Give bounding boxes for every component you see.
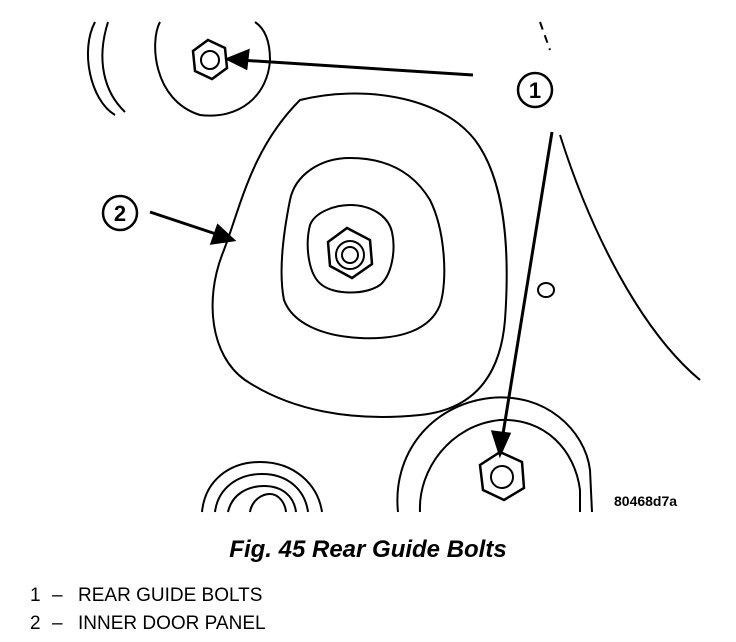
callout-2: 2 <box>101 194 139 232</box>
legend-item: 2–INNER DOOR PANEL <box>30 610 266 638</box>
bottom-left-roller <box>201 460 323 513</box>
callout-1-label: 1 <box>529 78 541 103</box>
callout-1: 1 <box>516 71 554 109</box>
inner-door-panel <box>211 92 508 418</box>
callout-1-arrows <box>224 48 554 459</box>
legend-number: 2 <box>30 613 41 634</box>
center-nut <box>326 226 374 280</box>
upper-roller <box>87 21 272 117</box>
figure-reference-code: 80468d7a <box>614 493 677 509</box>
lower-roller <box>396 396 593 513</box>
figure-legend: 1–REAR GUIDE BOLTS 2–INNER DOOR PANEL <box>30 582 266 638</box>
lower-guide-bolt <box>478 450 526 502</box>
callout-2-arrow <box>149 210 237 245</box>
legend-text: REAR GUIDE BOLTS <box>78 585 263 606</box>
legend-dash: – <box>52 585 63 606</box>
figure-caption: Fig. 45 Rear Guide Bolts <box>229 536 507 563</box>
legend-text: INNER DOOR PANEL <box>78 613 266 634</box>
upper-guide-bolt <box>191 38 229 81</box>
legend-dash: – <box>52 613 63 634</box>
legend-item: 1–REAR GUIDE BOLTS <box>30 582 266 610</box>
door-edge-dashed <box>539 21 551 51</box>
small-pin <box>537 282 555 298</box>
callout-2-label: 2 <box>114 201 126 226</box>
legend-number: 1 <box>30 585 41 606</box>
door-edge-curve <box>559 134 701 381</box>
rear-guide-bolts-diagram: 1 2 80468d7a <box>87 21 701 513</box>
